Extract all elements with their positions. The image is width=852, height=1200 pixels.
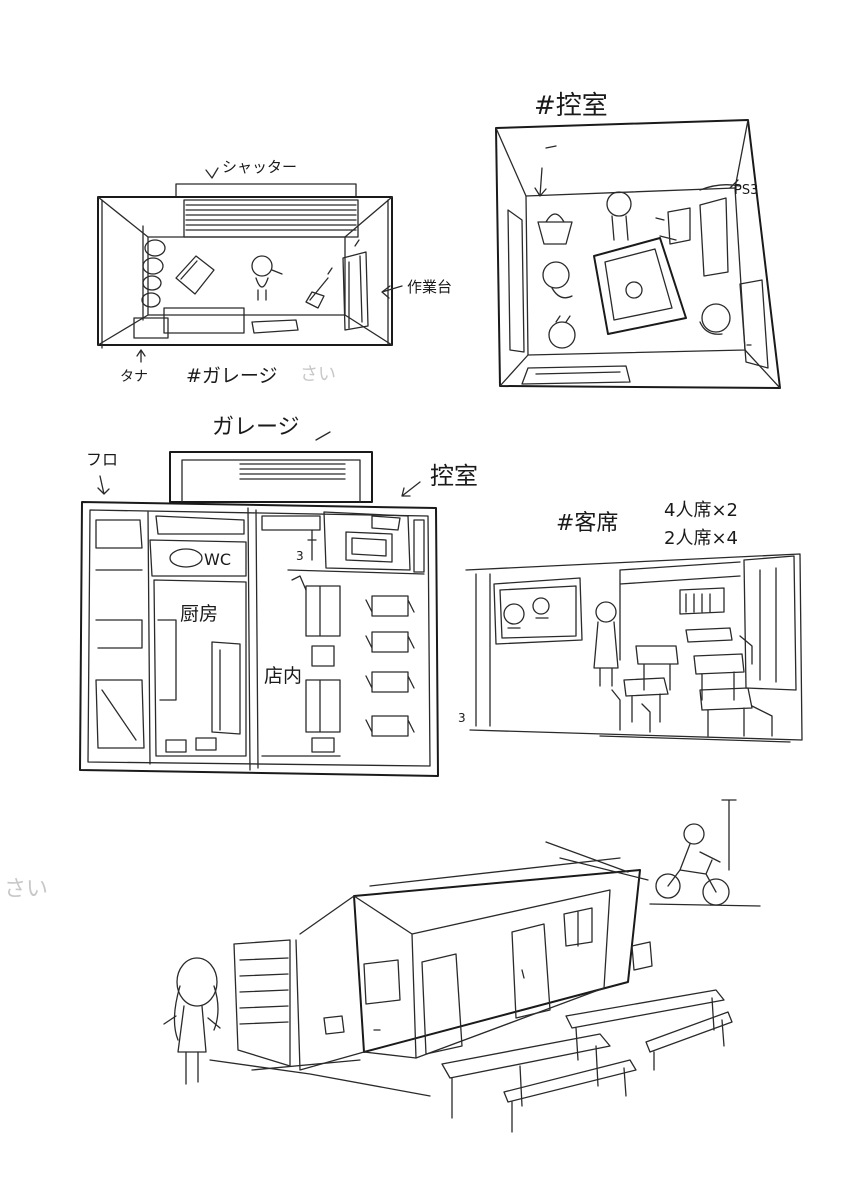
floorplan-garage-label: ガレージ: [212, 415, 300, 440]
garage-sketch: シャッター 作業台 タナ #ガレージ さい: [97, 158, 452, 387]
floorplan: ガレージ フロ 控室 WC 厨房: [79, 415, 478, 777]
floorplan-wc-label: WC: [204, 550, 231, 569]
seating-four-seat: 4人席×2: [664, 500, 738, 521]
exterior-faint-signature: さい: [4, 877, 48, 902]
ps3-label: PS3: [734, 183, 758, 198]
seating-title: #客席: [556, 511, 618, 536]
room-sketch: #控室 PS3: [495, 91, 781, 389]
workbench: [342, 239, 369, 331]
floorplan-store-label: 店内: [264, 665, 302, 687]
seating-two-seat: 2人席×4: [664, 528, 738, 549]
tire-rack: [133, 225, 169, 339]
garage-title: #ガレージ: [186, 365, 278, 387]
workbench-label: 作業台: [407, 278, 452, 296]
seating-margin-mark: 3: [458, 711, 466, 725]
floorplan-bath-label: フロ: [86, 450, 118, 469]
floorplan-number-1: 3: [296, 549, 304, 563]
shutter: [183, 199, 359, 238]
motorbike-rider: [655, 799, 737, 906]
room-table: [593, 237, 687, 335]
floorplan-room-label: 控室: [430, 462, 478, 490]
room-sketch-title: #控室: [534, 91, 608, 121]
floorplan-two-seat-tables: [365, 595, 415, 737]
shutter-label: シャッター: [222, 158, 297, 176]
seating-sketch: #客席 4人席×2 2人席×4 3: [458, 500, 803, 743]
floorplan-shutter: [239, 463, 346, 480]
person-figure: [251, 255, 283, 301]
girl-figure: [163, 957, 221, 1085]
shelf-label: タナ: [120, 369, 148, 385]
floorplan-kitchen-label: 厨房: [180, 603, 218, 625]
exterior-sketch: さい: [4, 799, 761, 1133]
garage-faint-signature: さい: [300, 364, 336, 385]
